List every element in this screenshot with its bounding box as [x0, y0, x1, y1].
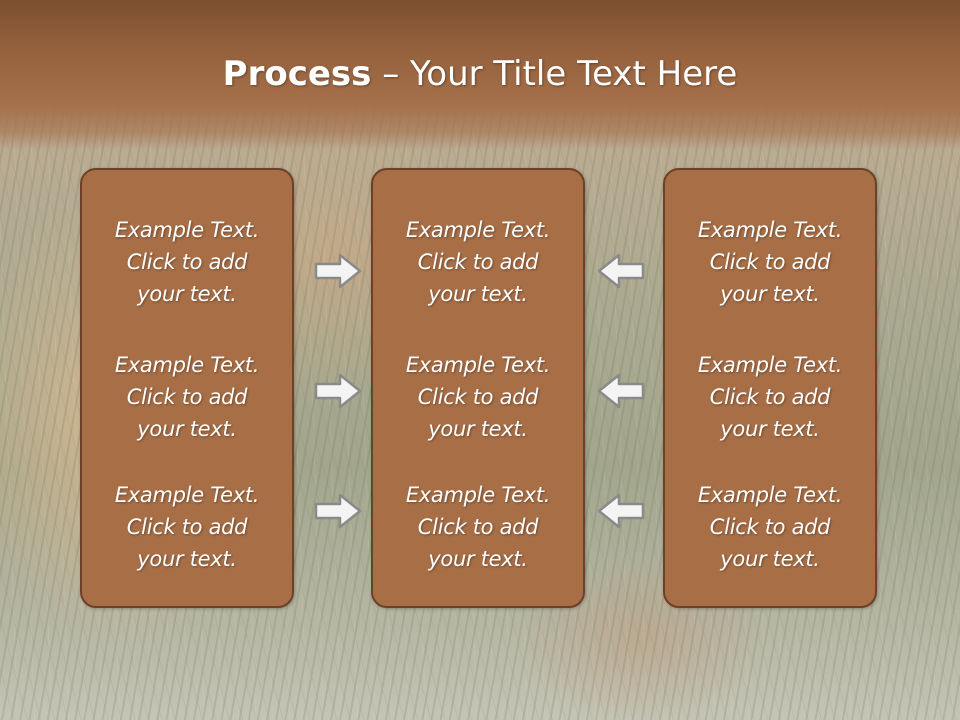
text-line: Example Text. [114, 353, 260, 377]
text-line: Example Text. [405, 353, 551, 377]
text-block[interactable]: Example Text. Click to add your text. [665, 479, 875, 575]
title-bold: Process [222, 54, 372, 94]
text-block[interactable]: Example Text. Click to add your text. [373, 479, 583, 575]
text-block[interactable]: Example Text. Click to add your text. [82, 479, 292, 575]
text-line: your text. [137, 417, 237, 441]
text-line: Example Text. [114, 483, 260, 507]
text-line: your text. [428, 547, 528, 571]
text-block[interactable]: Example Text. Click to add your text. [82, 349, 292, 445]
text-block[interactable]: Example Text. Click to add your text. [665, 214, 875, 310]
process-box-center[interactable]: Example Text. Click to add your text. Ex… [371, 168, 585, 608]
text-line: Example Text. [697, 218, 843, 242]
text-line: Example Text. [405, 218, 551, 242]
text-line: Example Text. [697, 353, 843, 377]
process-box-left[interactable]: Example Text. Click to add your text. Ex… [80, 168, 294, 608]
text-line: Click to add [709, 250, 831, 274]
process-box-right[interactable]: Example Text. Click to add your text. Ex… [663, 168, 877, 608]
right-arrow-icon[interactable] [314, 252, 362, 290]
text-line: Click to add [709, 385, 831, 409]
text-line: Example Text. [697, 483, 843, 507]
text-line: Click to add [417, 250, 539, 274]
text-line: Example Text. [405, 483, 551, 507]
text-block[interactable]: Example Text. Click to add your text. [665, 349, 875, 445]
text-line: Click to add [126, 250, 248, 274]
text-block[interactable]: Example Text. Click to add your text. [373, 214, 583, 310]
slide-title[interactable]: Process – Your Title Text Here [0, 52, 960, 96]
text-block[interactable]: Example Text. Click to add your text. [373, 349, 583, 445]
text-line: your text. [137, 282, 237, 306]
text-line: Example Text. [114, 218, 260, 242]
right-arrow-icon[interactable] [314, 492, 362, 530]
left-arrow-icon[interactable] [597, 252, 645, 290]
text-line: Click to add [417, 515, 539, 539]
title-band [0, 0, 960, 150]
text-line: your text. [428, 282, 528, 306]
text-line: your text. [428, 417, 528, 441]
title-rest: Your Title Text Here [410, 54, 738, 94]
text-line: Click to add [126, 385, 248, 409]
text-line: your text. [720, 417, 820, 441]
text-line: your text. [720, 547, 820, 571]
left-arrow-icon[interactable] [597, 492, 645, 530]
text-line: your text. [137, 547, 237, 571]
text-line: Click to add [417, 385, 539, 409]
left-arrow-icon[interactable] [597, 372, 645, 410]
text-line: your text. [720, 282, 820, 306]
right-arrow-icon[interactable] [314, 372, 362, 410]
text-line: Click to add [126, 515, 248, 539]
text-line: Click to add [709, 515, 831, 539]
title-separator: – [371, 54, 411, 94]
text-block[interactable]: Example Text. Click to add your text. [82, 214, 292, 310]
